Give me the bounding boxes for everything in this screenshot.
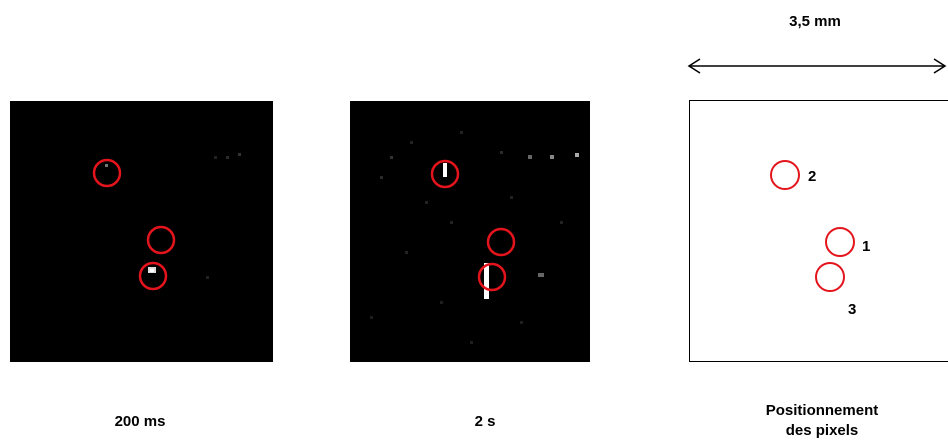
- marker-circle: [430, 159, 460, 189]
- spots-layer: [370, 131, 579, 344]
- pixel-markers-layer: [770, 160, 855, 292]
- marker-circle: [138, 261, 168, 291]
- pixel-marker-3: [815, 262, 845, 292]
- pixel-number-2: 2: [808, 168, 817, 185]
- pixel-marker-2: [770, 160, 800, 190]
- marker-circle: [92, 158, 122, 188]
- panel-caption-2s: 2 s: [474, 413, 496, 430]
- pixel-marker-1: [825, 227, 855, 257]
- pixel-number-1: 1: [862, 238, 871, 255]
- image-panel-200ms: [10, 101, 273, 362]
- spots-layer: [92, 153, 241, 291]
- panel-caption-200ms: 200 ms: [114, 413, 166, 430]
- image-panel-2s: [350, 101, 590, 362]
- layout-caption-line2: des pixels: [785, 422, 859, 439]
- marker-circle: [486, 227, 516, 257]
- layout-caption-line1: Positionnement: [765, 402, 879, 419]
- marker-circle: [477, 262, 507, 292]
- scale-label: 3,5 mm: [789, 13, 841, 30]
- marker-circle: [146, 225, 176, 255]
- pixel-number-3: 3: [848, 301, 857, 318]
- pixel-layout-box: 2 1 3: [689, 100, 948, 362]
